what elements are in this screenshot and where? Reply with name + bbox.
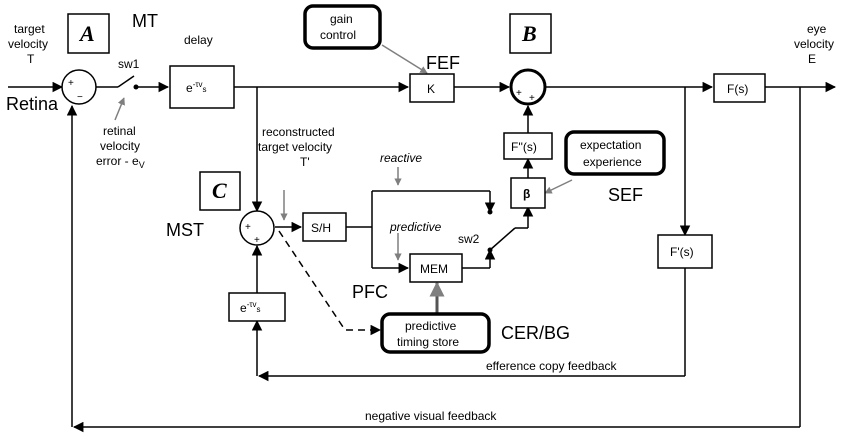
delay-block-low: e-τvs bbox=[228, 292, 286, 322]
label-eye-2: velocity bbox=[794, 37, 834, 51]
label-target-1: target bbox=[14, 22, 45, 36]
label-eye-3: E bbox=[808, 52, 816, 66]
arrow-expect-to-beta bbox=[544, 179, 573, 194]
label-mst: MST bbox=[166, 220, 204, 240]
svg-text:S/H: S/H bbox=[311, 221, 331, 235]
sh-block: S/H bbox=[302, 212, 347, 242]
label-target-3: T bbox=[27, 52, 35, 66]
beta-block: β bbox=[510, 177, 546, 209]
label-delay: delay bbox=[184, 33, 213, 47]
svg-text:F'(s): F'(s) bbox=[670, 245, 694, 259]
sum-c-plus-bottom: + bbox=[254, 235, 260, 246]
label-retinal-3: error - eV bbox=[96, 154, 145, 170]
svg-text:K: K bbox=[427, 82, 435, 96]
sum-a-plus: + bbox=[68, 78, 74, 89]
label-pfc: PFC bbox=[352, 282, 388, 302]
sum-b: + + bbox=[509, 68, 547, 106]
svg-text:e-τvs: e-τvs bbox=[240, 300, 261, 315]
svg-text:A: A bbox=[78, 21, 95, 46]
label-reactive: reactive bbox=[380, 151, 422, 165]
label-reconstructed-2: target velocity bbox=[258, 140, 332, 154]
sum-b-plus-bottom: + bbox=[529, 93, 535, 104]
label-sw2: sw2 bbox=[458, 232, 480, 246]
svg-text:F(s): F(s) bbox=[727, 82, 748, 96]
label-negative-visual: negative visual feedback bbox=[365, 409, 497, 423]
arrow-retinal-error bbox=[114, 97, 125, 121]
label-predictive: predictive bbox=[389, 220, 442, 234]
gain-control-block: gain control bbox=[303, 4, 382, 50]
svg-text:experience: experience bbox=[583, 155, 642, 169]
label-retinal-1: retinal bbox=[103, 124, 136, 138]
sw2-contact-bottom bbox=[487, 247, 493, 253]
delay-block-top: e-τvs bbox=[169, 65, 235, 109]
sum-b-plus-left: + bbox=[516, 88, 522, 99]
label-fef: FEF bbox=[426, 53, 460, 73]
svg-text:control: control bbox=[320, 28, 356, 42]
expectation-block: expectation experience bbox=[564, 130, 666, 176]
svg-text:C: C bbox=[212, 178, 227, 203]
sum-c-plus-left: + bbox=[245, 222, 251, 233]
fs-block: F(s) bbox=[713, 73, 766, 103]
panel-b: B bbox=[509, 13, 552, 54]
sum-a: + − bbox=[61, 69, 97, 105]
svg-text:gain: gain bbox=[330, 12, 353, 26]
label-eye-1: eye bbox=[807, 22, 827, 36]
svg-text:e-τvs: e-τvs bbox=[186, 80, 207, 95]
panel-c: C bbox=[199, 171, 241, 211]
label-retina: Retina bbox=[6, 94, 59, 114]
label-reconstructed-1: reconstructed bbox=[262, 125, 335, 139]
svg-text:expectation: expectation bbox=[580, 138, 641, 152]
mem-block: MEM bbox=[409, 253, 463, 283]
k-block: K bbox=[409, 73, 455, 103]
svg-text:MEM: MEM bbox=[420, 262, 448, 276]
sum-c: + + bbox=[239, 210, 275, 246]
label-sef: SEF bbox=[608, 185, 643, 205]
sum-a-minus: − bbox=[77, 92, 83, 103]
svg-text:timing store: timing store bbox=[397, 335, 459, 349]
svg-text:B: B bbox=[521, 21, 537, 46]
sw1-contact bbox=[133, 84, 139, 90]
f2s-block: F''(s) bbox=[503, 132, 553, 160]
svg-text:β: β bbox=[523, 187, 530, 201]
label-mt: MT bbox=[132, 11, 158, 31]
panel-a: A bbox=[67, 13, 110, 54]
label-target-2: velocity bbox=[8, 37, 48, 51]
f1s-block: F'(s) bbox=[657, 234, 713, 269]
label-retinal-2: velocity bbox=[100, 139, 140, 153]
arrow-gain-to-k bbox=[381, 44, 428, 74]
svg-text:F''(s): F''(s) bbox=[511, 140, 537, 154]
wire-sw2-blade bbox=[489, 227, 516, 251]
wire-dashed-to-store bbox=[278, 230, 382, 336]
label-sw1: sw1 bbox=[118, 57, 140, 71]
sw2-contact-top bbox=[487, 209, 493, 215]
predictive-timing-store-block: predictive timing store bbox=[380, 312, 491, 354]
label-efference-copy: efference copy feedback bbox=[486, 359, 618, 373]
svg-text:predictive: predictive bbox=[405, 319, 457, 333]
label-cer-bg: CER/BG bbox=[501, 323, 570, 343]
label-reconstructed-3: T' bbox=[300, 155, 310, 169]
wire-sw1-blade bbox=[117, 75, 135, 88]
